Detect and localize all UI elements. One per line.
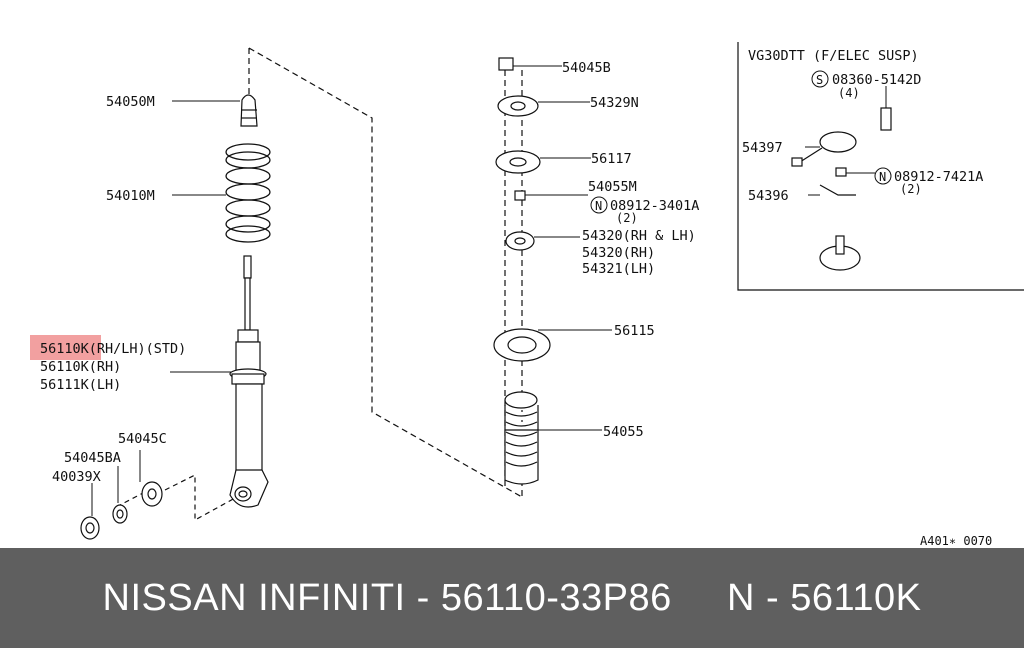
label-40039X: 40039X [52,469,101,485]
label-54045C: 54045C [118,431,167,447]
part-highlight [30,335,101,360]
label-08912-7421A-qty: (2) [900,182,922,196]
footer-banner: NISSAN INFINITI - 56110-33P86 N - 56110K [0,548,1024,648]
label-54045B: 54045B [562,60,611,76]
s-symbol [811,70,829,88]
label-54320-rh: 54320(RH) [582,245,655,261]
label-54045BA: 54045BA [64,450,121,466]
drawing-code: A401∗ 0070 [920,534,992,548]
label-56117: 56117 [591,151,632,167]
label-54329N: 54329N [590,95,639,111]
label-54397: 54397 [742,140,783,156]
label-08360-5142D: 08360-5142D [832,72,921,88]
assembly-dashed-outline [248,47,523,498]
label-56110K-rh: 56110K(RH) [40,359,121,375]
label-08360-qty: (4) [838,86,860,100]
inset-parts [791,107,892,271]
n-symbol-inset-letter: N [879,170,886,184]
label-56110K-std: 56110K(RH/LH)(STD) [40,341,186,357]
label-54055M: 54055M [588,179,637,195]
label-56115: 56115 [614,323,655,339]
label-08912-3401A: 08912-3401A [610,198,699,214]
label-54050M: 54050M [106,94,155,110]
label-08912-7421A: 08912-7421A [894,169,983,185]
inset-title: VG30DTT (F/ELEC SUSP) [748,48,919,64]
label-54010M: 54010M [106,188,155,204]
coil-spring-part [225,143,271,243]
inset-box [737,42,1024,291]
bump-rubber-part [240,94,258,127]
label-54396: 54396 [748,188,789,204]
center-stack-parts [493,57,551,485]
n-symbol [590,196,608,214]
s-symbol-letter: S [816,73,823,87]
dashed-bushing-outline [119,474,236,522]
shock-absorber-part [229,255,269,508]
label-56111K-lh: 56111K(LH) [40,377,121,393]
footer-part-number: NISSAN INFINITI - 56110-33P86 N - 56110K [102,576,922,619]
label-08912-3401A-qty: (2) [616,211,638,225]
label-54320-rhlh: 54320(RH & LH) [582,228,696,244]
label-54055: 54055 [603,424,644,440]
n-symbol-letter: N [595,199,602,213]
parts-diagram: 54050M 54010M 56110K(RH/LH)(STD) 56110K(… [30,42,1024,548]
leader-lines [91,65,887,516]
bushing-parts [80,481,163,540]
label-54321-lh: 54321(LH) [582,261,655,277]
n-symbol-inset [874,167,892,185]
